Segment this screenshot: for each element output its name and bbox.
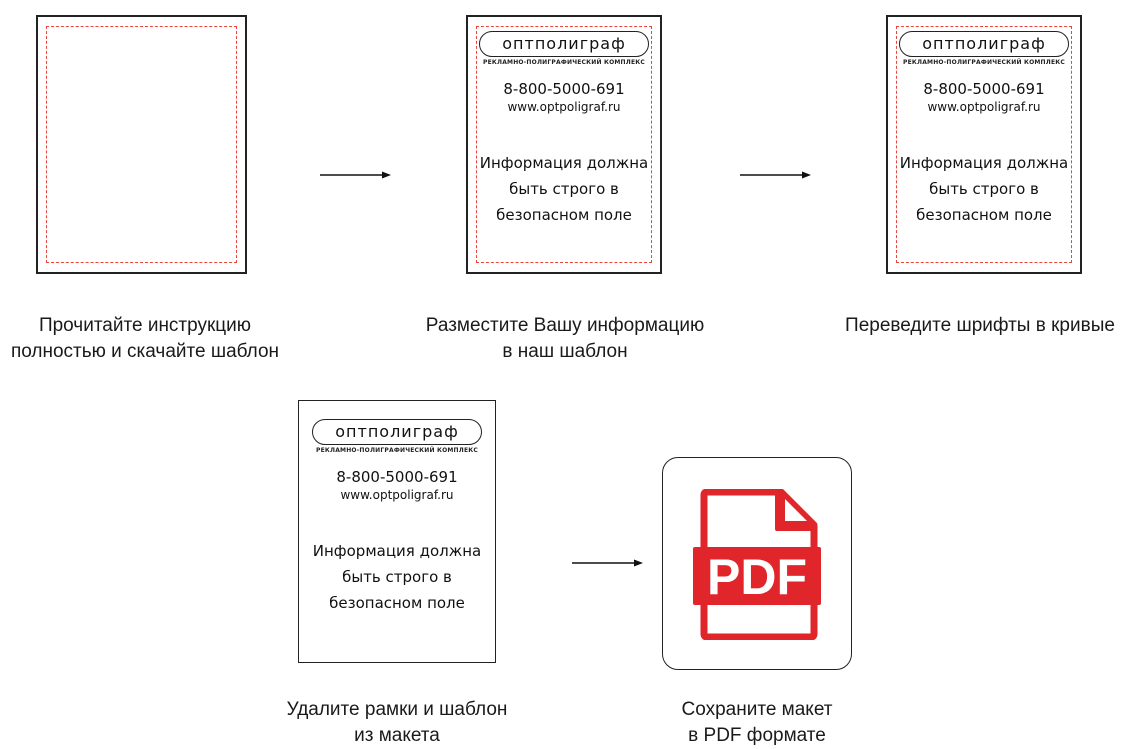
step-3-caption: Переведите шрифты в кривые: [845, 315, 1115, 336]
outlined-template-sheet: оптполиграф РЕКЛАМНО-ПОЛИГРАФИЧЕСКИЙ КОМ…: [886, 15, 1082, 274]
arrow-right-icon: [572, 559, 643, 567]
logo-text: оптполиграф: [335, 422, 459, 441]
phone-number: 8-800-5000-691: [336, 468, 458, 486]
company-logo: оптполиграф: [312, 419, 482, 445]
logo-subtitle: РЕКЛАМНО-ПОЛИГРАФИЧЕСКИЙ КОМПЛЕКС: [903, 59, 1065, 66]
pdf-label: PDF: [707, 549, 807, 605]
step-4-caption: Удалите рамки и шаблон из макета: [286, 699, 508, 746]
safe-zone-note: Информация должна быть строго в безопасн…: [312, 542, 482, 612]
pdf-tile: PDF: [662, 457, 852, 670]
phone-number: 8-800-5000-691: [503, 80, 625, 98]
step-1-caption: Прочитайте инструкцию полностью и скачай…: [10, 315, 280, 362]
logo-text: оптполиграф: [922, 34, 1046, 53]
safe-zone-note: Информация должна быть строго в безопасн…: [479, 154, 649, 224]
logo-subtitle: РЕКЛАМНО-ПОЛИГРАФИЧЕСКИЙ КОМПЛЕКС: [316, 447, 478, 454]
safe-zone-border: [896, 26, 1072, 263]
safe-zone-border: [476, 26, 652, 263]
arrow-right-icon: [740, 171, 811, 179]
company-logo: оптполиграф: [479, 31, 649, 57]
arrow-right-icon: [320, 171, 391, 179]
step-5-caption: Сохраните макет в PDF формате: [681, 699, 833, 746]
phone-number: 8-800-5000-691: [923, 80, 1045, 98]
website-url: www.optpoligraf.ru: [927, 100, 1041, 114]
logo-text: оптполиграф: [502, 34, 626, 53]
step-2-caption: Разместите Вашу информацию в наш шаблон: [425, 315, 705, 362]
safe-zone-border: [46, 26, 237, 263]
logo-subtitle: РЕКЛАМНО-ПОЛИГРАФИЧЕСКИЙ КОМПЛЕКС: [483, 59, 645, 66]
website-url: www.optpoligraf.ru: [507, 100, 621, 114]
safe-zone-note: Информация должна быть строго в безопасн…: [899, 154, 1069, 224]
blank-template-sheet: [36, 15, 247, 274]
pdf-file-icon: PDF: [693, 489, 821, 640]
company-logo: оптполиграф: [899, 31, 1069, 57]
clean-layout-sheet: оптполиграф РЕКЛАМНО-ПОЛИГРАФИЧЕСКИЙ КОМ…: [298, 400, 496, 663]
filled-template-sheet: оптполиграф РЕКЛАМНО-ПОЛИГРАФИЧЕСКИЙ КОМ…: [466, 15, 662, 274]
website-url: www.optpoligraf.ru: [340, 488, 454, 502]
